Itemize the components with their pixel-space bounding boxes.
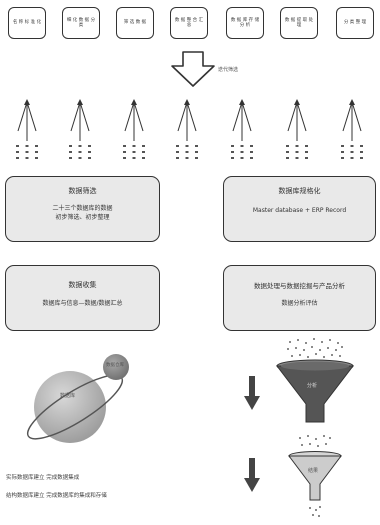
- moon-label: 数据仓库: [106, 363, 124, 368]
- box-data-screening-line1: 二十三个数据库的数据: [52, 205, 113, 212]
- down-arrow-icon-1: [244, 376, 260, 410]
- legend-line-1: 实际数据库建立 完成数据集成: [6, 475, 80, 481]
- down-arrow-icon-2: [244, 458, 260, 492]
- step-box-1: 名 称 标 准 化: [8, 7, 46, 39]
- arrow-label: 迭代筛选: [218, 67, 239, 73]
- funnel-graphic: [275, 338, 355, 517]
- step-box-3: 筛 选 数 据: [116, 7, 154, 39]
- funnel-top-label: 分析: [307, 383, 318, 389]
- funnel-bottom-label: 结果: [308, 468, 319, 474]
- box-data-screening: 数据筛选 二十三个数据库的数据 初步筛选、初步整理: [5, 176, 160, 242]
- box-db-normalize-line1: Master database + ERP Record: [252, 207, 347, 214]
- box-db-normalize: 数据库规格化 Master database + ERP Record: [223, 176, 376, 242]
- box-data-collect: 数据收集 数据库与信息—数据/数据汇总: [5, 265, 160, 331]
- step-box-4: 数 据 整 合 汇 总: [170, 7, 208, 39]
- moon: [103, 354, 129, 380]
- box-data-process-title: 数据处理与数据挖掘与产品分析: [254, 282, 345, 290]
- box-data-screening-line2: 初步筛选、初步整理: [55, 214, 110, 221]
- big-down-arrow-icon: [171, 51, 215, 87]
- box-data-process-line1: 数据分析评估: [281, 300, 318, 307]
- planet-label: 数据库: [60, 393, 76, 399]
- box-data-screening-title: 数据筛选: [68, 187, 97, 195]
- step-box-5: 数 据 库 存 储 分 析: [226, 7, 264, 39]
- step-box-2: 细 化 数 据 分 类: [62, 7, 100, 39]
- planet-diagram: [26, 354, 129, 443]
- box-db-normalize-title: 数据库规格化: [278, 187, 321, 195]
- arrow-trees: [15, 98, 364, 160]
- legend-line-2: 结构数据库建立 完成数据库的集成和存储: [6, 493, 107, 499]
- box-data-collect-line1: 数据库与信息—数据/数据汇总: [42, 300, 123, 307]
- step-box-6: 数 据 提 取 处 理: [280, 7, 318, 39]
- planet: [34, 371, 106, 443]
- box-data-collect-title: 数据收集: [68, 281, 97, 289]
- box-data-process: 数据处理与数据挖掘与产品分析 数据分析评估: [223, 265, 376, 331]
- step-box-7: 分 类 整 理: [336, 7, 374, 39]
